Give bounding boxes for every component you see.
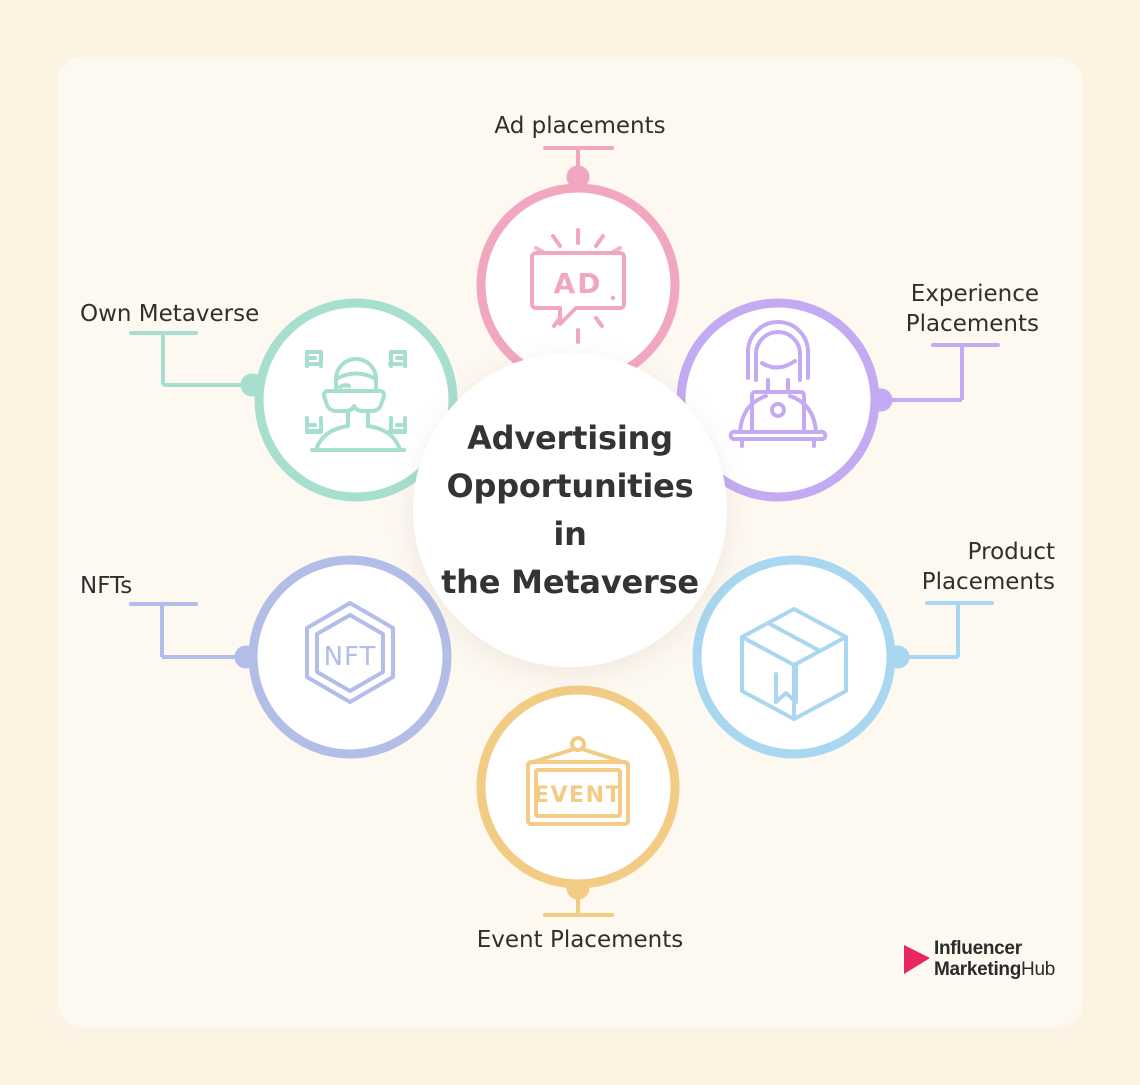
nft-icon-text: NFT [324, 642, 377, 672]
vr-headset-person-icon [305, 350, 407, 452]
connector-ad-placements [543, 146, 614, 189]
event-icon-text: EVENT [534, 783, 622, 808]
spoke-label-experience-placements: Experience Placements [905, 281, 1039, 337]
package-box-icon [740, 607, 848, 721]
connector-own-metaverse [129, 331, 264, 397]
center-hub: Advertising Opportunities in the Metaver… [413, 353, 727, 667]
logo-triangle-icon [904, 945, 930, 974]
spoke-circle-nfts[interactable] [248, 555, 452, 759]
connector-nfts [129, 602, 258, 669]
logo-hub-text: Hub [1021, 959, 1056, 980]
hub-title-line-1: Advertising [467, 419, 673, 457]
logo-line-2: MarketingHub [934, 959, 1055, 980]
hub-title-line-3: the Metaverse [441, 563, 699, 601]
spoke-circle-event-placements[interactable] [476, 685, 680, 889]
person-laptop-icon [728, 320, 828, 448]
ad-speech-bubble-icon: AD [530, 228, 626, 344]
logo-marketing-text: Marketing [934, 959, 1022, 980]
spoke-label-ad-placements: Ad placements [494, 113, 666, 139]
connector-product-placements [886, 601, 994, 669]
page-title: Advertising Opportunities in the Metaver… [435, 414, 705, 606]
influencer-marketing-hub-logo[interactable]: Influencer MarketingHub [902, 938, 1055, 980]
spoke-label-nfts: NFTs [80, 573, 133, 599]
spoke-label-own-metaverse: Own Metaverse [80, 301, 260, 327]
logo-line-1: Influencer [934, 938, 1022, 959]
connector-experience-placements [869, 343, 1000, 412]
hub-title-line-2: Opportunities in [446, 467, 694, 553]
spoke-label-event-placements: Event Placements [476, 927, 684, 953]
logo-wordmark: Influencer MarketingHub [934, 938, 1055, 980]
spoke-circle-product-placements[interactable] [692, 555, 896, 759]
event-hanging-sign-icon: EVENT [526, 736, 630, 826]
spoke-label-product-placements: Product Placements [921, 539, 1055, 595]
nft-hexagon-icon: NFT [305, 601, 395, 704]
ad-icon-text: AD [554, 267, 603, 300]
